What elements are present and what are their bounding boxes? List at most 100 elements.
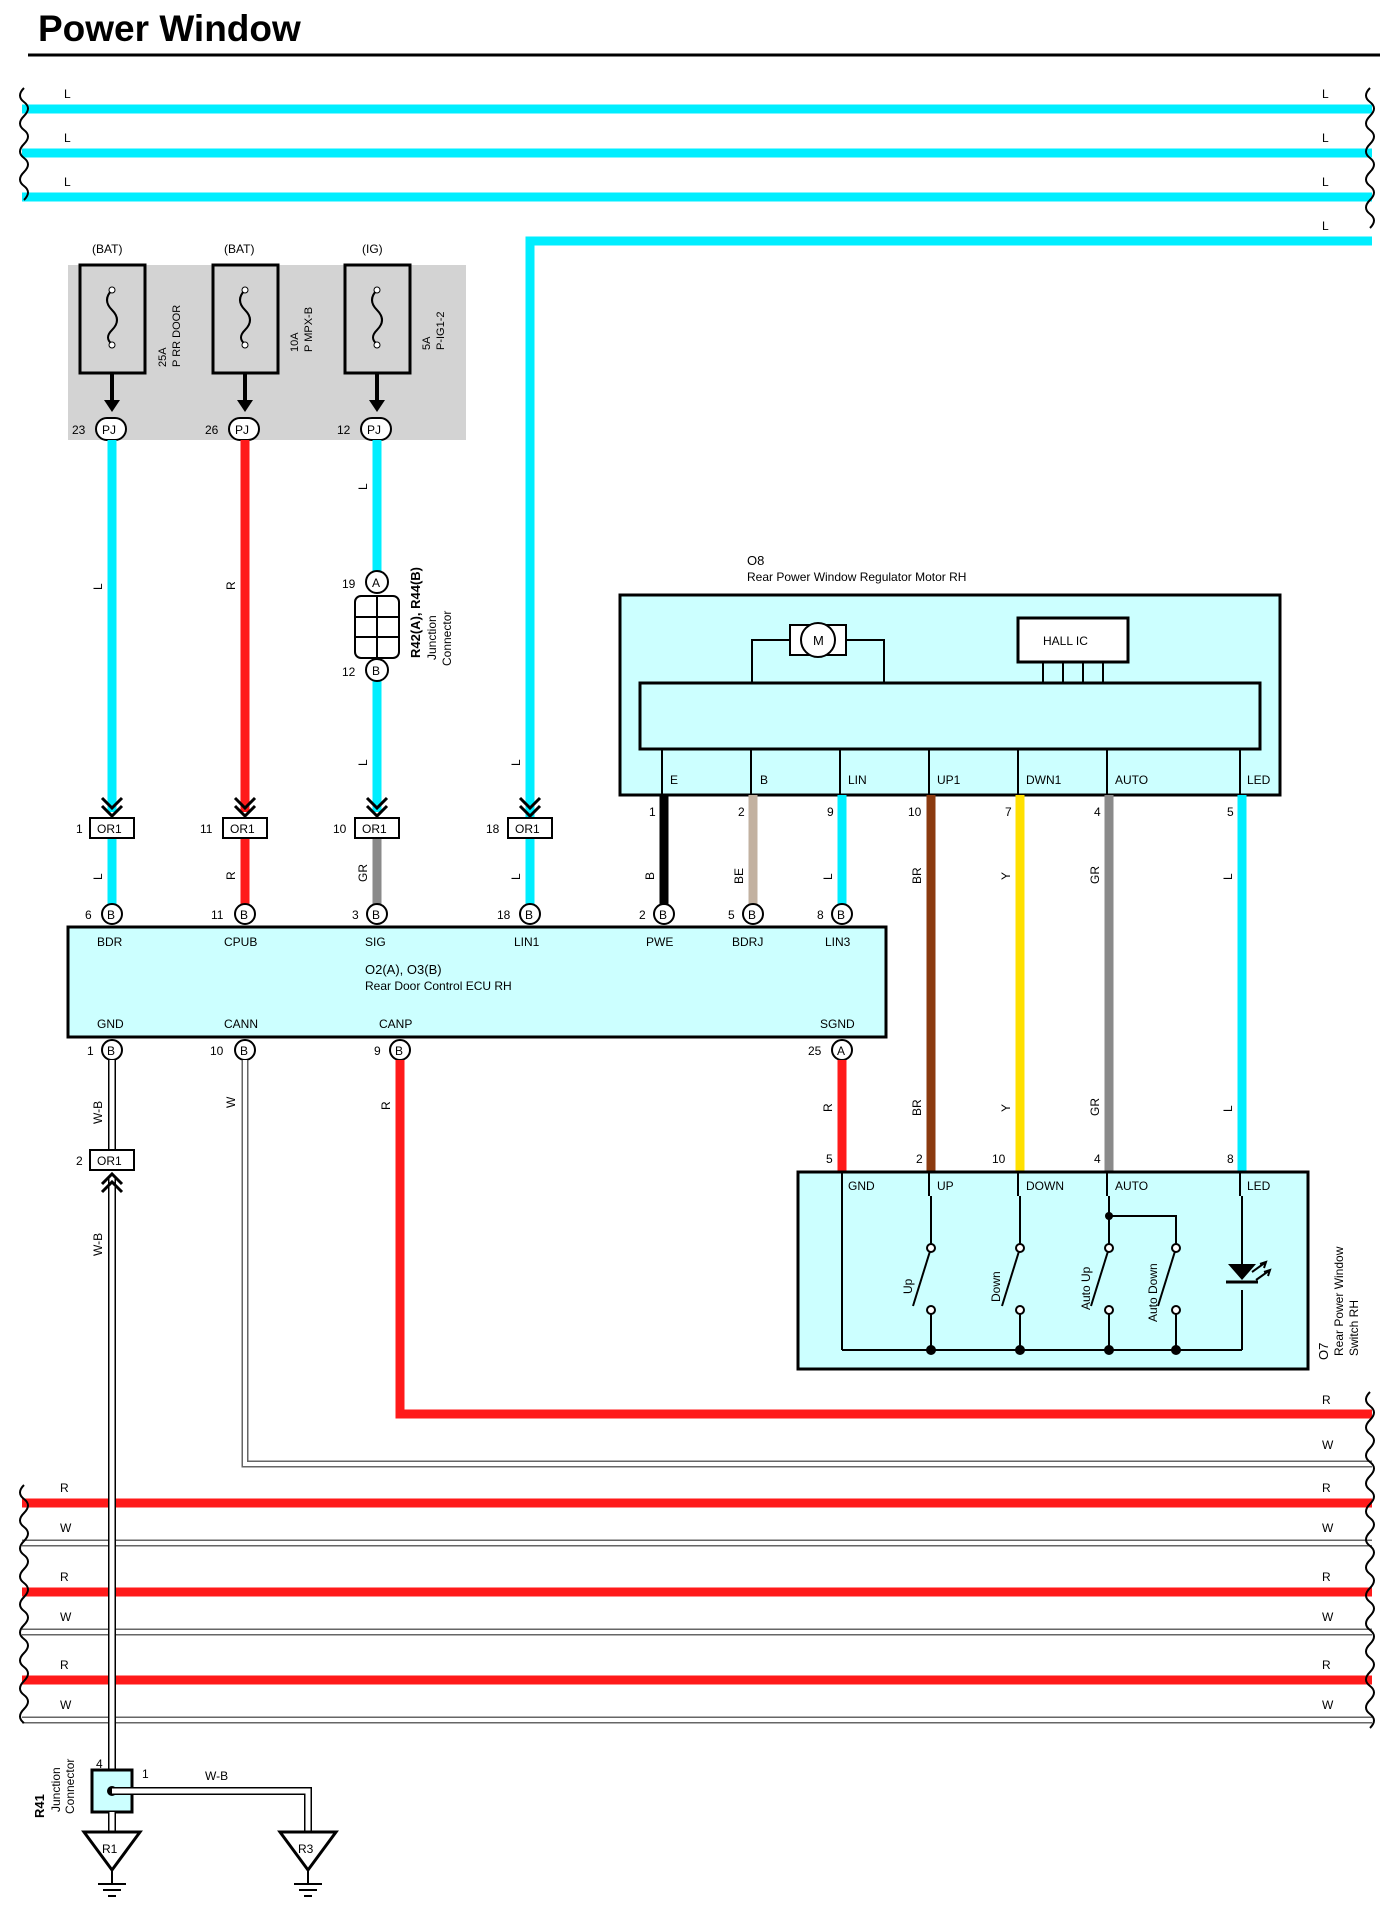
svg-text:10: 10 — [908, 805, 922, 819]
svg-text:L: L — [91, 583, 105, 590]
svg-text:LED: LED — [1247, 773, 1271, 787]
svg-text:R: R — [379, 1101, 393, 1110]
svg-text:GND: GND — [97, 1017, 124, 1031]
svg-text:B: B — [240, 1044, 248, 1058]
svg-text:3: 3 — [352, 908, 359, 922]
svg-text:B: B — [240, 908, 248, 922]
svg-text:Connector: Connector — [63, 1759, 77, 1814]
svg-text:BR: BR — [910, 1099, 924, 1116]
svg-text:BDRJ: BDRJ — [732, 935, 763, 949]
fuse-rating: 25A — [157, 347, 169, 367]
svg-text:1: 1 — [142, 1767, 149, 1781]
svg-text:L: L — [356, 483, 370, 490]
svg-text:LIN: LIN — [848, 773, 867, 787]
svg-text:R: R — [821, 1103, 835, 1112]
svg-text:UP: UP — [937, 1179, 954, 1193]
svg-text:R: R — [60, 1481, 69, 1495]
fuse-to-ecu-wires: L R L L L L R GR L — [91, 440, 535, 912]
fuse-name: P-IG1-2 — [435, 311, 447, 350]
svg-text:B: B — [107, 1044, 115, 1058]
svg-text:9: 9 — [374, 1044, 381, 1058]
break-mark-right — [1365, 87, 1375, 229]
break-mark-left — [19, 87, 29, 201]
svg-text:R3: R3 — [298, 1842, 314, 1856]
svg-text:4: 4 — [1094, 805, 1101, 819]
svg-text:18: 18 — [497, 908, 511, 922]
svg-text:W: W — [1322, 1610, 1334, 1624]
svg-text:OR1: OR1 — [515, 822, 540, 836]
svg-text:CPUB: CPUB — [224, 935, 257, 949]
svg-text:Up: Up — [901, 1278, 915, 1294]
svg-text:CANN: CANN — [224, 1017, 258, 1031]
wire-label: L — [64, 131, 71, 145]
svg-text:Auto Down: Auto Down — [1146, 1263, 1160, 1322]
fuse-source: (BAT) — [224, 242, 254, 256]
pin-number: 23 — [72, 423, 86, 437]
or1-connector-11: OR1 11 — [200, 796, 268, 839]
pin-number: 12 — [337, 423, 351, 437]
wire-label: L — [64, 175, 71, 189]
svg-text:W: W — [60, 1521, 72, 1535]
ecu-top-pins: B B B B B B B 6 11 3 18 2 5 8 — [85, 903, 853, 925]
svg-text:5: 5 — [728, 908, 735, 922]
connector-code: PJ — [235, 423, 249, 437]
svg-text:M: M — [813, 633, 824, 648]
ground-r3: R3 — [277, 1830, 339, 1897]
svg-text:LIN1: LIN1 — [514, 935, 540, 949]
svg-text:Y: Y — [999, 1104, 1013, 1112]
svg-text:Down: Down — [989, 1271, 1003, 1302]
svg-text:HALL IC: HALL IC — [1043, 634, 1088, 648]
svg-text:L: L — [356, 759, 370, 766]
svg-text:UP1: UP1 — [937, 773, 961, 787]
svg-text:19: 19 — [342, 577, 356, 591]
svg-text:25: 25 — [808, 1044, 822, 1058]
or1-connectors: OR1 1 OR1 11 OR1 10 OR1 18 — [76, 796, 553, 839]
svg-text:2: 2 — [916, 1152, 923, 1166]
svg-text:DWN1: DWN1 — [1026, 773, 1062, 787]
svg-text:R: R — [1322, 1393, 1331, 1407]
break-mark-left — [19, 1484, 29, 1724]
svg-text:AUTO: AUTO — [1115, 1179, 1148, 1193]
svg-text:9: 9 — [827, 805, 834, 819]
ecu-id: O2(A), O3(B) — [365, 962, 442, 977]
svg-text:L: L — [821, 873, 835, 880]
motor-wires: 1 2 9 10 7 4 5 B BE L BR Y GR L BR Y GR … — [643, 795, 1247, 1172]
svg-text:A: A — [372, 576, 380, 590]
svg-text:Auto Up: Auto Up — [1079, 1266, 1093, 1310]
svg-text:18: 18 — [486, 822, 500, 836]
svg-text:OR1: OR1 — [362, 822, 387, 836]
fuse-block: (BAT) 25A P RR DOOR 23 PJ (BAT) 10A P MP… — [68, 242, 466, 441]
wire-label: L — [1322, 87, 1329, 101]
svg-text:8: 8 — [1227, 1152, 1234, 1166]
svg-text:W: W — [60, 1698, 72, 1712]
pin-number: 26 — [205, 423, 219, 437]
svg-text:4: 4 — [1094, 1152, 1101, 1166]
connector-code: PJ — [102, 423, 116, 437]
svg-text:Rear Power Window Regulator Mo: Rear Power Window Regulator Motor RH — [747, 570, 966, 584]
svg-text:BDR: BDR — [97, 935, 123, 949]
break-mark-right — [1365, 1391, 1375, 1729]
svg-text:B: B — [760, 773, 768, 787]
svg-text:BR: BR — [910, 867, 924, 884]
svg-text:12: 12 — [342, 665, 356, 679]
svg-text:GR: GR — [1088, 866, 1102, 884]
fuse-rating: 5A — [421, 336, 433, 350]
svg-text:2: 2 — [76, 1154, 83, 1168]
svg-text:5: 5 — [826, 1152, 833, 1166]
or1-connector-10: OR1 10 — [333, 796, 400, 839]
motor-o8: O8 Rear Power Window Regulator Motor RH … — [618, 553, 1282, 797]
svg-text:DOWN: DOWN — [1026, 1179, 1064, 1193]
svg-text:10: 10 — [333, 822, 347, 836]
svg-text:2: 2 — [639, 908, 646, 922]
fuse-p-mpx-b: (BAT) 10A P MPX-B 26 PJ — [205, 242, 315, 441]
svg-text:R: R — [224, 581, 238, 590]
svg-text:W: W — [1322, 1438, 1334, 1452]
svg-text:R: R — [1322, 1570, 1331, 1584]
wire-label: L — [64, 87, 71, 101]
svg-text:8: 8 — [817, 908, 824, 922]
svg-text:W: W — [1322, 1521, 1334, 1535]
svg-text:B: B — [643, 872, 657, 880]
svg-text:1: 1 — [76, 822, 83, 836]
svg-text:B: B — [395, 1044, 403, 1058]
